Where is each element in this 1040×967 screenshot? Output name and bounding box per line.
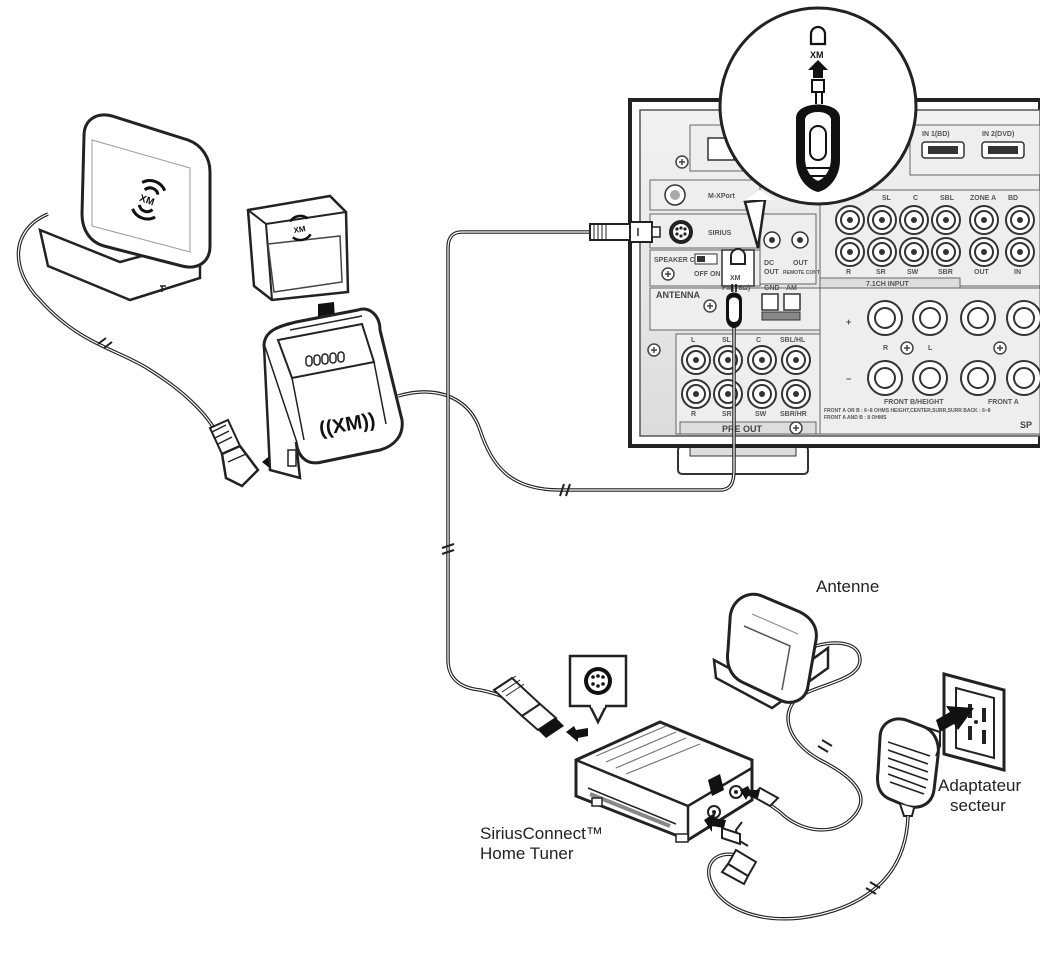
insert-arrow-icon	[808, 60, 828, 78]
panel-zonea-label: ZONE A	[970, 195, 996, 202]
panel-dc-label: DC	[764, 260, 774, 267]
panel-r3-label: R	[883, 345, 888, 352]
panel-l3-label: L	[928, 345, 933, 352]
panel-sl2-label: SL	[722, 337, 732, 344]
panel-plus-label: +	[846, 317, 851, 327]
xm-dock: ((XM))	[262, 307, 404, 480]
speaker-terminals	[867, 300, 1040, 396]
panel-c-label: C	[913, 195, 918, 202]
panel-sbr-label: SBR	[938, 269, 953, 276]
panel-antenna-label: ANTENNA	[656, 290, 700, 300]
svg-text:XM: XM	[293, 224, 307, 235]
adapter-label-line2: secteur	[950, 796, 1006, 815]
tuner-label-line2: Home Tuner	[480, 844, 574, 863]
xm-logo-icon: XM	[131, 179, 167, 221]
panel-in1-label: IN 1(BD)	[922, 131, 950, 138]
receiver: IN 1(BD) IN 2(DVD) M-XPort SIRIUS SPEAKE…	[628, 98, 1040, 475]
panel-spk-label: SP	[1020, 420, 1032, 430]
panel-sw-label: SW	[907, 269, 919, 276]
panel-l-label: L	[691, 337, 696, 344]
dc-connect-arrow-icon	[704, 812, 726, 832]
sirius-plug-receiver	[589, 221, 661, 243]
zoom-xm-label: XM	[810, 50, 824, 60]
antenna-label: Antenne	[816, 577, 880, 596]
panel-71-label: 7.1CH INPUT	[866, 281, 910, 288]
xm-mini-tuner: XM	[246, 194, 350, 302]
panel-mxport-label: M-XPort	[708, 193, 736, 200]
panel-bd-label: BD	[1008, 195, 1018, 202]
sirius-home-tuner	[574, 720, 754, 843]
xm-port-icon	[730, 248, 746, 265]
wall-outlet	[942, 672, 1006, 772]
panel-sirius-label: SIRIUS	[708, 230, 732, 237]
panel-speakerc-label: SPEAKER C	[654, 257, 695, 264]
panel-out2-label: OUT	[974, 269, 990, 276]
panel-out-label: OUT	[793, 260, 809, 267]
panel-offon-label: OFF ON	[694, 271, 720, 278]
xm-port-zoom-icon	[809, 25, 827, 46]
tuner-label-line1: SiriusConnect™	[480, 824, 603, 843]
panel-frontb-label: FRONT B/HEIGHT	[884, 399, 944, 406]
mini-tuner-xm-logo: XM	[289, 214, 312, 242]
panel-c2-label: C	[756, 337, 761, 344]
adapter-label-line1: Adaptateur	[938, 776, 1022, 795]
antenna-head	[80, 113, 212, 269]
panel-in2-label: IN 2(DVD)	[982, 131, 1014, 138]
panel-xm-label: XM	[730, 275, 741, 282]
panel-am-label: AM	[786, 285, 797, 292]
dock-slot-pins	[305, 351, 345, 367]
panel-sw2-label: SW	[755, 411, 767, 418]
tuner-connector-callout	[568, 654, 628, 725]
panel-sr-label: SR	[876, 269, 886, 276]
panel-sbrhr-label: SBR/HR	[780, 411, 807, 418]
panel-minus-label: −	[846, 374, 851, 384]
panel-ohms1-label: FRONT A OR B : 6~8 OHMS HEIGHT,CENTER,SU…	[824, 408, 991, 414]
xm-small-plug	[726, 284, 742, 328]
sirius-antenna	[712, 592, 830, 710]
power-adapter	[876, 717, 941, 817]
panel-dcout-label: OUT	[764, 269, 780, 276]
panel-r2-label: R	[691, 411, 696, 418]
panel-remote-label: REMOTE CONT.	[783, 270, 821, 276]
panel-sl-label: SL	[882, 195, 892, 202]
panel-sblhl-label: SBL/HL	[780, 337, 806, 344]
panel-sbl-label: SBL	[940, 195, 955, 202]
panel-ohms2-label: FRONT A AND B : 8 OHMS	[824, 415, 887, 421]
antenna-l-plug	[208, 418, 260, 488]
panel-r-label: R	[846, 269, 851, 276]
panel-gnd-label: GND	[764, 285, 780, 292]
zoom-callout: XM	[718, 6, 918, 249]
xm-antenna: XM	[38, 113, 212, 302]
sirius-cable	[446, 230, 590, 710]
panel-in-label: IN	[1014, 269, 1021, 276]
plug-in-arrow-icon	[936, 706, 974, 732]
dc-plug	[720, 821, 758, 886]
sirius-plug-tuner	[492, 675, 564, 738]
panel-preout-label: PRE OUT	[722, 424, 763, 434]
tuner-connect-arrow-icon	[566, 726, 588, 742]
antenna-connect-arrow-icon	[740, 786, 760, 800]
panel-fronta-label: FRONT A	[988, 399, 1019, 406]
svg-text:XM: XM	[138, 193, 156, 208]
panel-sr2-label: SR	[722, 411, 732, 418]
